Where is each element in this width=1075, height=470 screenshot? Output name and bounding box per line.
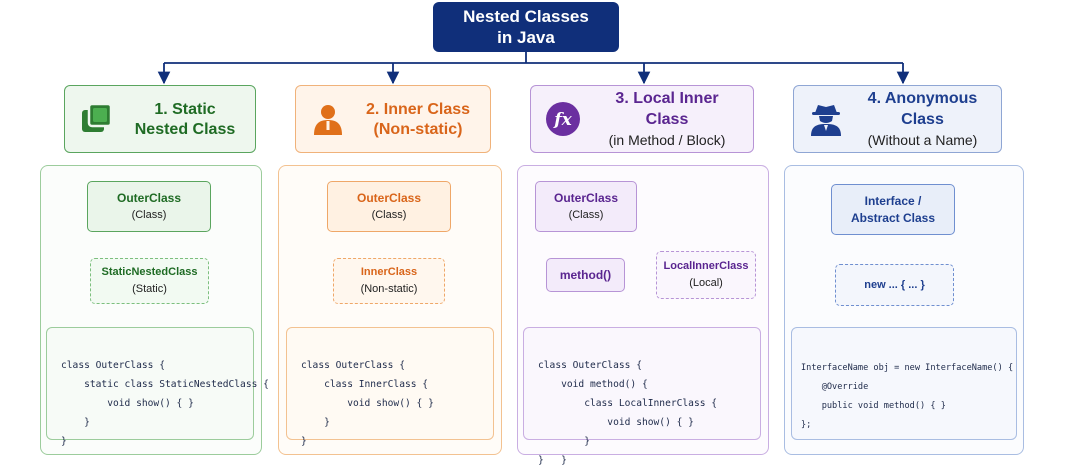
code-line: } xyxy=(538,436,590,447)
outer-class-node: OuterClass (Class) xyxy=(535,181,637,232)
interface-node: Interface / Abstract Class xyxy=(831,184,955,235)
header-local-inner: fx 3. Local Inner Class (in Method / Blo… xyxy=(530,85,754,153)
code-line: class LocalInnerClass { xyxy=(538,398,718,409)
code-line: InterfaceName obj = new InterfaceName() … xyxy=(801,363,1014,373)
heading-line1: 2. Inner Class xyxy=(365,100,471,118)
inner-class-name: InnerClass xyxy=(360,266,418,278)
stacked-squares-icon xyxy=(79,101,115,137)
heading-line2: (in Method / Block) xyxy=(608,132,726,148)
code-line: } xyxy=(301,417,330,428)
code-line: class OuterClass { xyxy=(61,360,165,371)
outer-class-note: (Class) xyxy=(371,208,407,221)
code-line: } xyxy=(301,436,307,447)
interface-line1: Interface / xyxy=(864,193,922,208)
code-line: void show() { } xyxy=(301,398,434,409)
heading-line1: 3. Local Inner Class xyxy=(615,90,719,128)
inner-class-name: StaticNestedClass xyxy=(101,266,198,278)
static-nested-class-node: StaticNestedClass (Static) xyxy=(90,258,209,304)
heading-line2: (Without a Name) xyxy=(867,132,978,148)
fx-function-icon: fx xyxy=(545,101,581,137)
outer-class-name: OuterClass xyxy=(553,190,619,205)
code-line: void show() { } xyxy=(538,417,694,428)
incognito-agent-icon xyxy=(808,101,844,137)
method-node: method() xyxy=(546,258,625,292)
interface-line2: Abstract Class xyxy=(850,210,936,225)
header-static-nested: 1. Static Nested Class xyxy=(64,85,256,153)
code-block-static: class OuterClass { static class StaticNe… xyxy=(46,327,269,447)
code-line: class InnerClass { xyxy=(301,379,429,390)
code-line: class OuterClass { xyxy=(301,360,405,371)
code-block-anonymous: InterfaceName obj = new InterfaceName() … xyxy=(791,327,1017,440)
code-line: class OuterClass { xyxy=(538,360,642,371)
svg-text:fx: fx xyxy=(553,110,572,130)
code-block-local: class OuterClass { void method() { class… xyxy=(523,327,761,466)
inner-class-note: (Non-static) xyxy=(360,283,418,295)
outer-class-node: OuterClass (Class) xyxy=(87,181,211,232)
code-line: void method() { xyxy=(538,379,648,390)
code-line: void show() { } xyxy=(61,398,194,409)
local-inner-class-node: LocalInnerClass (Local) xyxy=(656,251,756,299)
outer-class-name: OuterClass xyxy=(356,190,422,205)
heading-line1: 1. Static xyxy=(154,100,216,118)
inner-class-name: LocalInnerClass xyxy=(663,260,749,272)
outer-class-name: OuterClass xyxy=(116,190,182,205)
code-line: static class StaticNestedClass { xyxy=(61,379,269,390)
inner-class-note: (Static) xyxy=(132,283,167,295)
anonymous-expression: new ... { ... } xyxy=(864,278,925,291)
code-line: @Override xyxy=(801,382,869,392)
code-line: } xyxy=(61,436,67,447)
outer-class-note: (Class) xyxy=(568,208,604,221)
heading-line1: 4. Anonymous Class xyxy=(867,90,978,128)
header-inner-class: 2. Inner Class (Non-static) xyxy=(295,85,491,153)
inner-class-node: InnerClass (Non-static) xyxy=(333,258,445,304)
heading-line2: Nested Class xyxy=(134,120,236,138)
code-line: } } xyxy=(538,455,567,466)
diagram-title: Nested Classes in Java xyxy=(433,2,619,52)
code-block-inner: class OuterClass { class InnerClass { vo… xyxy=(286,327,494,447)
anonymous-new-node: new ... { ... } xyxy=(835,264,954,306)
header-anonymous: 4. Anonymous Class (Without a Name) xyxy=(793,85,1002,153)
code-line: public void method() { } xyxy=(801,401,946,411)
outer-class-note: (Class) xyxy=(131,208,167,221)
inner-class-note: (Local) xyxy=(689,277,723,289)
code-line: } xyxy=(61,417,90,428)
heading-line2: (Non-static) xyxy=(373,120,463,138)
method-name: method() xyxy=(559,267,612,282)
person-icon xyxy=(310,101,346,137)
outer-class-node: OuterClass (Class) xyxy=(327,181,451,232)
code-line: }; xyxy=(801,420,812,430)
